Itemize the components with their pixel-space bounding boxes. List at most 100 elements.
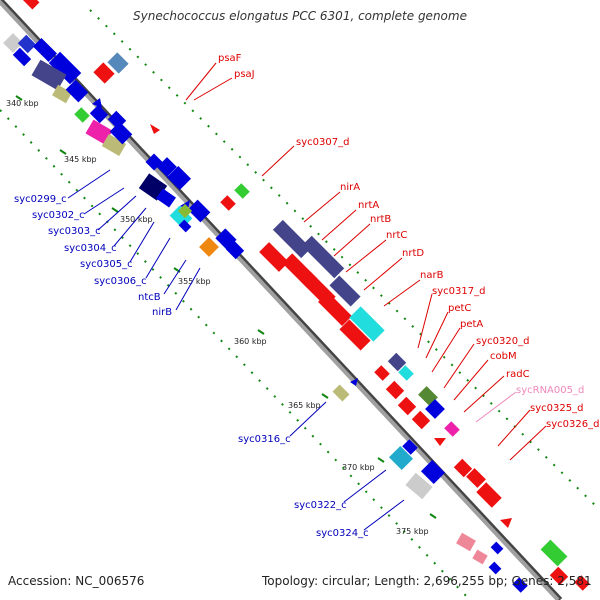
gene-feature[interactable] [22, 0, 40, 10]
gene-feature[interactable] [259, 242, 289, 272]
gene-feature[interactable] [166, 165, 192, 191]
gene-label[interactable]: cobM [490, 351, 517, 362]
gene-label[interactable]: petC [448, 303, 471, 314]
gene-feature[interactable] [472, 549, 488, 565]
gene-feature[interactable] [101, 133, 127, 157]
gene-feature[interactable] [52, 84, 72, 104]
gene-feature[interactable] [109, 121, 133, 145]
gene-feature[interactable] [92, 98, 102, 108]
gene-feature[interactable] [397, 396, 417, 416]
gene-feature[interactable] [540, 539, 568, 567]
gene-feature[interactable] [398, 365, 414, 381]
gene-label[interactable]: syc0305_c [80, 259, 133, 270]
gene-feature[interactable] [332, 384, 350, 402]
gene-label[interactable]: syc0306_c [94, 276, 147, 287]
gene-feature[interactable] [434, 438, 446, 446]
gene-feature[interactable] [476, 482, 502, 508]
gene-feature[interactable] [225, 240, 245, 260]
gene-label[interactable]: psaF [218, 53, 242, 64]
gene-feature[interactable] [444, 421, 460, 437]
gene-label[interactable]: syc0326_d [546, 419, 599, 430]
gene-label[interactable]: syc0299_c [14, 194, 67, 205]
gene-feature[interactable] [74, 107, 90, 123]
gene-feature[interactable] [31, 59, 67, 91]
gene-feature[interactable] [411, 410, 431, 430]
gene-feature[interactable] [425, 399, 445, 419]
gene-feature[interactable] [488, 561, 502, 575]
gene-label[interactable]: syc0304_c [64, 243, 117, 254]
gene-feature[interactable] [65, 79, 89, 103]
gene-feature[interactable] [17, 34, 37, 54]
gene-label[interactable]: petA [460, 319, 483, 330]
gene-feature[interactable] [199, 237, 219, 257]
gene-feature[interactable] [107, 52, 129, 74]
gene-label[interactable]: syc0325_d [530, 403, 583, 414]
gene-feature[interactable] [156, 188, 176, 208]
gene-feature[interactable] [187, 199, 211, 223]
gene-label[interactable]: nrtA [358, 200, 379, 211]
label-leader-line [425, 311, 449, 359]
label-leader-line [443, 343, 475, 389]
gene-feature[interactable] [500, 518, 512, 528]
gene-feature[interactable] [402, 439, 418, 455]
gene-feature[interactable] [234, 183, 250, 199]
gene-label[interactable]: syc0320_d [476, 336, 529, 347]
reverse-strand-features [3, 33, 528, 593]
gene-label[interactable]: sycRNA005_d [516, 385, 584, 396]
gene-feature[interactable] [329, 275, 361, 307]
gene-label[interactable]: narB [420, 270, 444, 281]
gene-label[interactable]: nirA [340, 182, 360, 193]
label-leader-line [363, 499, 405, 531]
gene-feature[interactable] [374, 365, 390, 381]
gene-label[interactable]: syc0307_d [296, 137, 349, 148]
gene-label[interactable]: syc0322_c [294, 500, 347, 511]
gene-feature[interactable] [512, 577, 528, 593]
gene-feature[interactable] [318, 292, 352, 326]
gene-feature[interactable] [349, 306, 385, 342]
gene-feature[interactable] [157, 157, 177, 177]
gene-feature[interactable] [350, 378, 358, 386]
gene-feature[interactable] [385, 380, 405, 400]
gene-feature[interactable] [177, 203, 193, 219]
gene-feature[interactable] [574, 575, 590, 591]
gene-feature[interactable] [85, 119, 113, 145]
gene-label[interactable]: syc0317_d [432, 286, 485, 297]
gene-feature[interactable] [89, 104, 109, 124]
gene-label[interactable]: nrtC [386, 230, 407, 241]
gene-feature[interactable] [178, 219, 192, 233]
gene-label[interactable]: syc0324_c [316, 528, 369, 539]
label-leader-line [185, 62, 217, 101]
gene-feature[interactable] [418, 386, 438, 406]
gene-feature[interactable] [456, 532, 476, 552]
gene-feature[interactable] [220, 195, 236, 211]
gene-feature[interactable] [12, 47, 32, 67]
gene-label[interactable]: radC [506, 369, 530, 380]
gene-feature[interactable] [388, 445, 414, 471]
gene-label[interactable]: syc0303_c [48, 226, 101, 237]
forward-gene-labels: psaF psaJ syc0307_d nirA nrtA nrtB nrtC … [185, 53, 599, 461]
gene-label[interactable]: syc0302_c [32, 210, 85, 221]
gene-feature[interactable] [339, 319, 371, 351]
gene-feature[interactable] [93, 62, 115, 84]
gene-feature[interactable] [301, 235, 345, 279]
gene-feature[interactable] [387, 352, 407, 372]
gene-feature[interactable] [420, 459, 446, 485]
gene-label[interactable]: nrtD [402, 248, 424, 259]
gene-label[interactable]: syc0316_c [238, 434, 291, 445]
gene-label[interactable]: psaJ [234, 69, 255, 80]
gene-feature[interactable] [405, 472, 433, 500]
gene-feature[interactable] [150, 124, 160, 134]
gene-feature[interactable] [272, 219, 312, 259]
gene-feature[interactable] [549, 566, 569, 586]
gene-feature[interactable] [466, 468, 486, 488]
gene-feature[interactable] [32, 37, 58, 63]
label-leader-line [67, 169, 111, 199]
label-leader-line [145, 237, 171, 279]
gene-feature[interactable] [453, 458, 473, 478]
gene-feature[interactable] [490, 541, 504, 555]
gene-label[interactable]: nirB [152, 307, 172, 318]
gene-feature[interactable] [48, 51, 82, 85]
gene-label[interactable]: ntcB [138, 292, 161, 303]
gene-label[interactable]: nrtB [370, 214, 391, 225]
